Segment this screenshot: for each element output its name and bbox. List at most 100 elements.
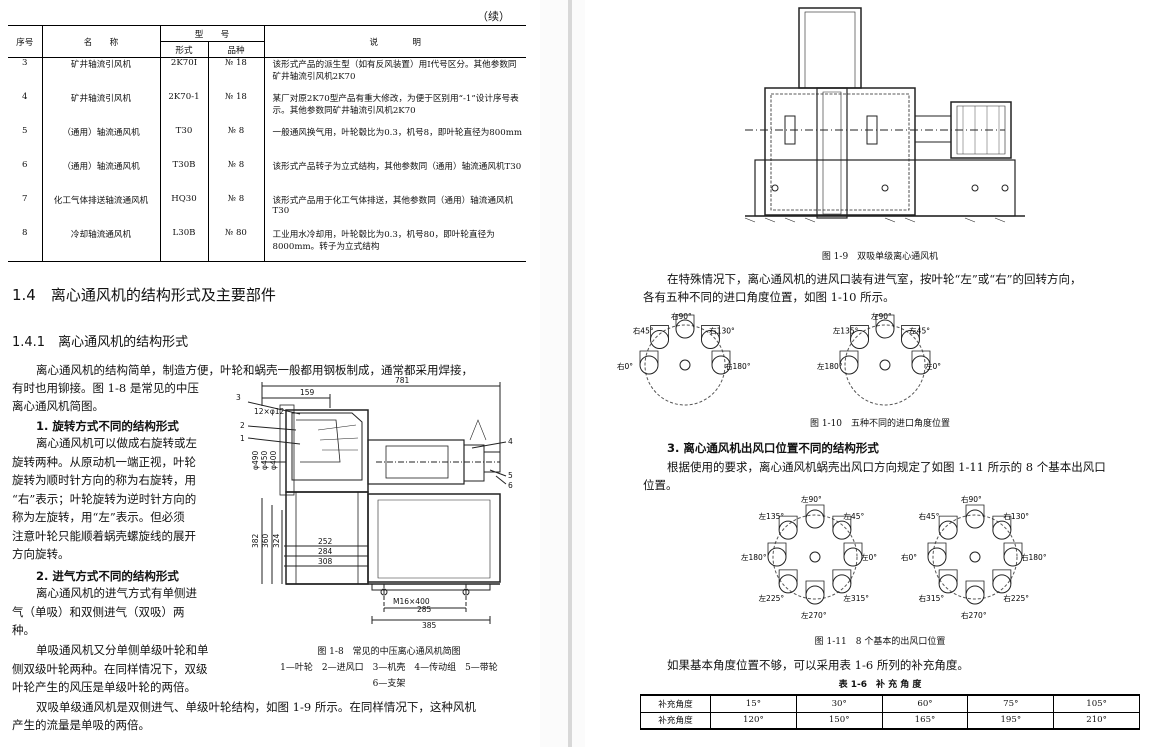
table-cell-desc: 工业用水冷却用，叶轮毂比为0.3，机号80，即叶轮直径为8000mm。转子为立式… <box>263 227 526 262</box>
fan-inlet-duct-icon <box>965 580 985 595</box>
intro-line-3: 离心通风机简图。 <box>12 399 104 413</box>
position-ring <box>844 324 926 406</box>
figure-1-8-caption: 图 1-8 常见的中压离心通风机简图 <box>317 647 461 657</box>
table-cell-desc: 该形式产品的派生型（如有反风装置）用Ⅰ代号区分。其他参数同矿井轴流引风机2K70 <box>263 57 526 92</box>
dim-308: 308 <box>318 557 333 566</box>
fan-inlet-icon <box>938 574 958 594</box>
figure-1-8-legend-2: 6—支架 <box>372 679 406 689</box>
angle-label: 左225° <box>759 593 785 603</box>
fan-inlet-icon <box>675 319 695 339</box>
text-line: 称为左旋转，用“左”表示。但必须 <box>12 510 185 524</box>
inlet-heading: 2. 进气方式不同的结构形式 <box>36 569 179 583</box>
rotation-heading: 1. 旋转方式不同的结构形式 <box>36 419 179 433</box>
fan-inlet-duct-icon <box>805 580 825 595</box>
table-cell-form: T30 <box>159 125 208 160</box>
table-cell-name: 矿井轴流引风机 <box>70 93 132 104</box>
fan-inlet-duct-icon <box>992 569 1012 584</box>
hub-icon <box>879 359 891 371</box>
single-suction-paragraph: 单吸通风机又分单侧单级叶轮和单侧双级叶轮两种。在同样情况下，双级叶轮产生的风压是… <box>12 641 238 697</box>
table-cell-form: L30B <box>159 227 208 262</box>
rotation-paragraph: 离心通风机可以做成右旋转或左旋转两种。从原动机一端正视，叶轮旋转为顺时针方向的称… <box>12 434 238 564</box>
angle-label: 左0° <box>925 361 941 371</box>
table-cell-name: 化工气体排送轴流通风机 <box>53 195 149 206</box>
table-cell-variety: № 8 <box>207 159 264 194</box>
dim-phi450: φ450 <box>260 451 269 470</box>
table-row: 补充角度 15° 30° 60° 75° 105° <box>640 694 1140 713</box>
position-ring <box>932 514 1018 600</box>
fan-inlet-icon <box>965 509 985 529</box>
col-name: 名 称 <box>42 25 160 58</box>
text-line: 方向旋转。 <box>12 547 70 561</box>
table-cell-form: HQ30 <box>159 193 208 228</box>
col-form: 形式 <box>159 41 208 58</box>
fan-inlet-duct-icon <box>992 515 1012 531</box>
outlet-heading: 3. 离心通风机出风口位置不同的结构形式 <box>667 441 879 455</box>
angle-label: 右45° <box>633 326 654 336</box>
angle-label: 右130° <box>709 326 735 336</box>
angle-label: 左135° <box>759 511 785 521</box>
right-page: 图 1-9 双吸单级离心通风机 在特殊情况下，离心通风机的进风口装有进气室，按叶… <box>585 0 1161 747</box>
fan-inlet-duct-icon <box>832 515 852 531</box>
fan-inlet-icon <box>700 330 720 350</box>
table-cell: 105° <box>1053 694 1140 713</box>
section-title: 1.4 离心通风机的结构形式及主要部件 <box>12 286 276 304</box>
text-line: “右”表示；叶轮旋转为逆时针方向的 <box>12 491 197 506</box>
table-cell-form: T30B <box>159 159 208 194</box>
text-line: 离心通风机可以做成右旋转或左 <box>36 436 197 450</box>
dim-284: 284 <box>318 547 333 556</box>
figure-1-10-drawing: 右0°右45°右90°右130°右180°左180°左135°左90°左45°左… <box>617 311 941 406</box>
table-cell-variety: № 8 <box>207 193 264 228</box>
fan-inlet-icon <box>832 574 852 594</box>
fan-inlet-duct-icon <box>850 325 869 340</box>
angle-label: 左45° <box>843 511 864 521</box>
fan-inlet-icon <box>778 574 798 594</box>
inlet-para-2: 各有五种不同的进口角度位置，如图 1-10 所示。 <box>643 290 895 304</box>
text-line: 侧双级叶轮两种。在同样情况下，双级 <box>12 661 208 676</box>
angle-label: 左90° <box>801 494 822 504</box>
table-cell-no: 6 <box>8 159 43 194</box>
dim-285: 285 <box>417 605 432 614</box>
text-line: 叶轮产生的风压是单级叶轮的两倍。 <box>12 680 196 694</box>
fan-inlet-duct-icon <box>1003 542 1023 557</box>
fan-inlet-duct-icon <box>938 515 958 531</box>
fan-inlet-duct-icon <box>711 350 731 365</box>
table-cell: 150° <box>795 711 883 730</box>
supplement-paragraph: 如果基本角度位置不够，可以采用表 1-6 所列的补充角度。 <box>667 658 969 672</box>
fan-inlet-duct-icon <box>767 542 787 557</box>
angle-label: 右315° <box>919 593 945 603</box>
position-ring <box>772 514 858 600</box>
inlet-para-1: 在特殊情况下，离心通风机的进风口装有进气室，按叶轮“左”或“右”的回转方向， <box>667 272 1082 286</box>
fan-inlet-duct-icon <box>778 515 798 531</box>
dim-12-holes: 12×φ12 <box>254 407 285 416</box>
fan-inlet-duct-icon <box>675 314 695 329</box>
fan-inlet-icon <box>992 520 1012 540</box>
table-cell: 120° <box>710 711 797 730</box>
table-cell: 195° <box>967 711 1055 730</box>
fan-inlet-icon <box>839 355 859 375</box>
text-line: 离心通风机的进气方式有单侧进 <box>36 586 197 600</box>
dim-252: 252 <box>318 537 333 546</box>
table-cell-no: 3 <box>8 57 43 92</box>
outlet-para-1: 根据使用的要求，离心通风机蜗壳出风口方向规定了如图 1-11 所示的 8 个基本… <box>667 460 1106 474</box>
fan-inlet-icon <box>900 330 920 350</box>
hub-icon <box>679 359 691 371</box>
fan-inlet-duct-icon <box>911 350 931 365</box>
angle-label: 左45° <box>909 326 930 336</box>
fan-inlet-icon <box>1003 547 1023 567</box>
fan-inlet-duct-icon <box>839 350 859 365</box>
angle-label: 右225° <box>1003 593 1029 603</box>
dim-159: 159 <box>300 388 315 397</box>
fan-inlet-icon <box>850 330 870 350</box>
table-cell: 75° <box>967 694 1055 713</box>
callout-4: 4 <box>508 437 513 446</box>
fan-inlet-duct-icon <box>901 325 920 340</box>
table-cell-no: 4 <box>8 91 43 126</box>
page-gutter <box>540 0 585 747</box>
fan-inlet-icon <box>767 547 787 567</box>
callout-1: 1 <box>240 434 245 443</box>
angle-label: 右90° <box>671 311 692 321</box>
hub-icon <box>809 551 821 563</box>
